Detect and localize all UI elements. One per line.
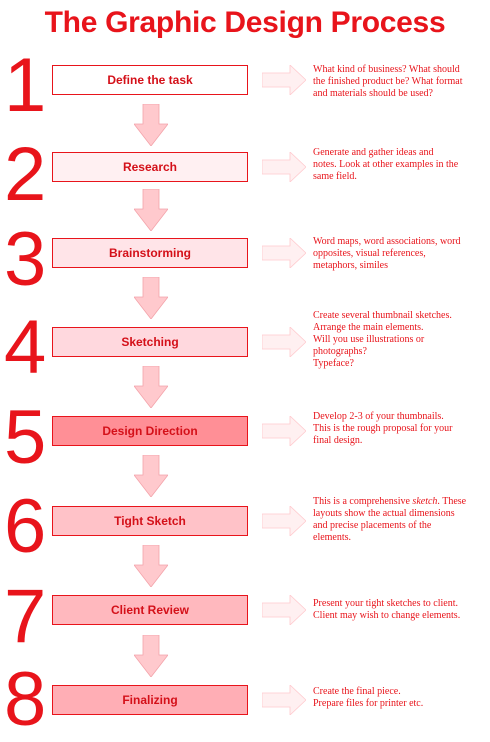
step-3-number: 3 — [4, 217, 47, 302]
step-6-description: This is a comprehensive sketch. These la… — [313, 496, 467, 543]
step-3-down-arrow-icon — [134, 277, 168, 319]
step-5-description: Develop 2-3 of your thumbnails. This is … — [313, 411, 453, 446]
step-1-number: 1 — [4, 43, 47, 128]
step-7-box: Client Review — [52, 595, 248, 625]
step-6-box: Tight Sketch — [52, 506, 248, 536]
step-1-down-arrow-icon — [134, 104, 168, 146]
step-1-right-arrow-icon — [262, 65, 306, 95]
step-4-down-arrow-icon — [134, 366, 168, 408]
step-4-box: Sketching — [52, 327, 248, 357]
step-8-box: Finalizing — [52, 685, 248, 715]
step-1-description: What kind of business? What should the f… — [313, 64, 463, 99]
step-6-down-arrow-icon — [134, 545, 168, 587]
step-3-box: Brainstorming — [52, 238, 248, 268]
step-7-description: Present your tight sketches to client. C… — [313, 598, 461, 621]
step-5-down-arrow-icon — [134, 455, 168, 497]
step-7-number: 7 — [4, 574, 47, 659]
step-4-description: Create several thumbnail sketches. Arran… — [313, 310, 452, 369]
step-7-down-arrow-icon — [134, 635, 168, 677]
step-2-description: Generate and gather ideas and notes. Loo… — [313, 147, 459, 182]
step-8-number: 8 — [4, 657, 47, 742]
step-4-number: 4 — [4, 305, 47, 390]
step-5-box: Design Direction — [52, 416, 248, 446]
step-4-right-arrow-icon — [262, 327, 306, 357]
step-2-box: Research — [52, 152, 248, 182]
step-8-description: Create the final piece. Prepare files fo… — [313, 686, 424, 709]
step-2-right-arrow-icon — [262, 152, 306, 182]
step-6-number: 6 — [4, 484, 47, 569]
step-3-right-arrow-icon — [262, 238, 306, 268]
step-5-number: 5 — [4, 395, 47, 480]
step-5-right-arrow-icon — [262, 416, 306, 446]
step-8-right-arrow-icon — [262, 685, 306, 715]
step-2-number: 2 — [4, 132, 47, 217]
sketch-emphasis: sketch — [412, 496, 438, 507]
step-3-description: Word maps, word associations, word oppos… — [313, 236, 461, 271]
step-7-right-arrow-icon — [262, 595, 306, 625]
step-6-right-arrow-icon — [262, 506, 306, 536]
page-title: The Graphic Design Process — [44, 6, 446, 39]
step-1-box: Define the task — [52, 65, 248, 95]
step-2-down-arrow-icon — [134, 189, 168, 231]
